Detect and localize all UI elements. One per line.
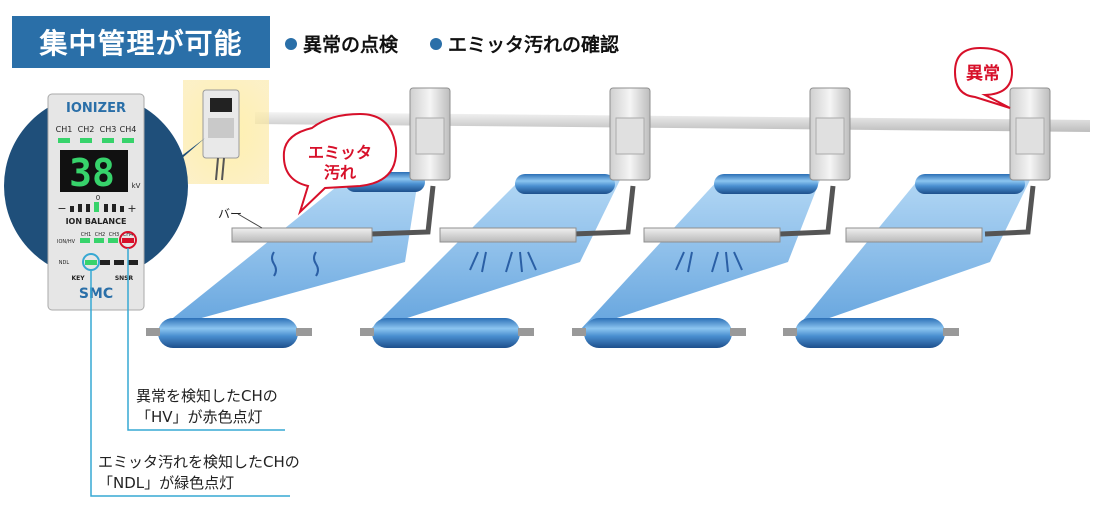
- ndl-note: エミッタ汚れを検知したCHの 「NDL」が緑色点灯: [98, 452, 300, 494]
- ndl-leader-line: [90, 270, 290, 497]
- lower-roller: [795, 318, 945, 348]
- abnormal-label: 異常: [966, 63, 1000, 84]
- ion-wave-icon: [271, 251, 319, 277]
- film-sheet: [580, 180, 820, 330]
- small-controller-unit: [202, 89, 240, 181]
- small-channel-label: CH2: [95, 232, 105, 238]
- cable: [369, 185, 436, 237]
- upper-roller: [714, 174, 818, 194]
- ionizer-station-2: [360, 87, 651, 348]
- lower-roller: [584, 318, 732, 348]
- ionizer-station-1: [146, 87, 451, 348]
- bullet-dot-icon: [285, 37, 297, 50]
- abnormal-callout: 異常: [953, 46, 1014, 109]
- seven-segment-display: [60, 150, 128, 192]
- emitter-dirty-line-1: エミッタ: [308, 143, 372, 162]
- key-label: KEY: [71, 275, 85, 282]
- ionizer-bar: [439, 227, 577, 243]
- hv-leader-line: [127, 248, 285, 431]
- ionizer-station-4: [783, 87, 1051, 348]
- ndl-label: NDL: [59, 260, 70, 266]
- din-rail: [255, 112, 1090, 132]
- led-green: [80, 138, 92, 143]
- bullet-text: エミッタ汚れの確認: [448, 34, 620, 56]
- ion-hv-label: ION/HV: [57, 239, 76, 245]
- hv-note-line-1: 異常を検知したCHの: [136, 387, 278, 405]
- lower-roller: [372, 318, 520, 348]
- channel-label: CH3: [100, 125, 117, 134]
- display-unit: kV: [132, 182, 141, 190]
- small-channel-label: CH4: [123, 232, 133, 238]
- scale-zero: 0: [96, 194, 100, 202]
- ion-spray-icon: [469, 251, 537, 273]
- scale-minus: −: [57, 202, 66, 215]
- ionizer-bar: [845, 227, 983, 243]
- channel-label: CH2: [78, 125, 95, 134]
- snsr-label: SNSR: [115, 275, 134, 282]
- page-title: 集中管理が可能: [12, 16, 270, 68]
- cable: [779, 185, 836, 237]
- hv-note: 異常を検知したCHの 「HV」が赤色点灯: [136, 386, 278, 428]
- hv-led-red: [122, 238, 134, 243]
- bullet-dot-icon: [430, 37, 442, 50]
- film-sheet: [370, 180, 620, 330]
- upper-roller: [515, 174, 615, 194]
- balance-bar-graph: [70, 202, 124, 212]
- small-channel-label: CH1: [81, 232, 91, 238]
- led-green: [122, 138, 134, 143]
- led-green: [102, 138, 114, 143]
- ionizer-bar: [231, 227, 373, 243]
- display-value: 38: [69, 151, 115, 195]
- ionizer-bar: [643, 227, 781, 243]
- ndl-led-green: [85, 260, 97, 265]
- channel-label: CH4: [120, 125, 137, 134]
- balance-label: ION BALANCE: [66, 217, 127, 226]
- bullet-abnormal-check: 異常の点検: [285, 30, 398, 57]
- ionizer-station-3: [572, 87, 851, 348]
- emitter-dirty-callout: エミッタ 汚れ: [282, 112, 398, 216]
- bar-label: バー: [218, 207, 242, 221]
- ndl-note-line-1: エミッタ汚れを検知したCHの: [98, 453, 300, 471]
- bullet-emitter-check: エミッタ汚れの確認: [430, 30, 619, 57]
- hv-note-line-2: 「HV」が赤色点灯: [136, 408, 263, 426]
- film-sheet: [795, 180, 1030, 330]
- film-sheet: [158, 180, 418, 330]
- led-green: [58, 138, 70, 143]
- controller-panel: IONIZER CH1 CH2 CH3 CH4 38 kV 0 − +: [47, 93, 145, 311]
- channel-label: CH1: [56, 125, 73, 134]
- cable: [984, 185, 1036, 237]
- upper-roller: [915, 174, 1025, 194]
- smc-logo: SMC: [79, 286, 113, 302]
- emitter-dirty-line-2: 汚れ: [324, 163, 356, 182]
- panel-brand: IONIZER: [66, 101, 126, 116]
- scale-plus: +: [127, 202, 136, 215]
- ion-spray-icon: [675, 251, 743, 273]
- small-channel-label: CH3: [109, 232, 119, 238]
- bullet-text: 異常の点検: [303, 34, 399, 56]
- cable: [571, 185, 636, 237]
- lower-roller: [158, 318, 298, 348]
- ndl-note-line-2: 「NDL」が緑色点灯: [98, 474, 235, 492]
